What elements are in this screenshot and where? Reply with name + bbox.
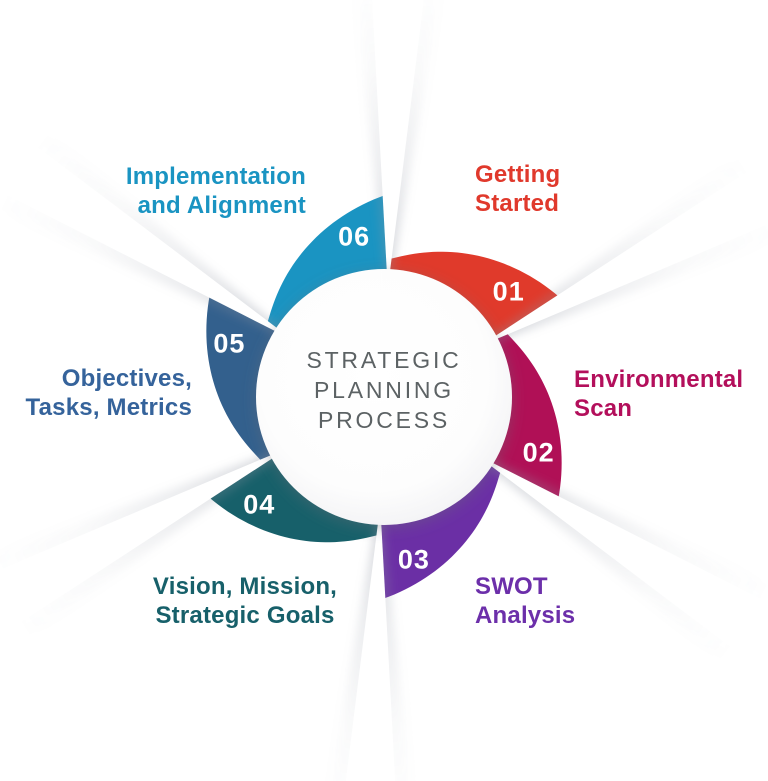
divider-blade (468, 449, 768, 781)
label-line: Scan (574, 395, 633, 422)
divider-blade (472, 28, 768, 351)
label-line: Getting (475, 161, 561, 188)
divider-blade (289, 496, 434, 781)
segment-arc-06 (266, 193, 392, 335)
segment-number-03: 03 (398, 544, 430, 574)
segment-label-environmental-scan: Environmental Scan (574, 365, 743, 423)
segment-number-01: 01 (493, 277, 525, 307)
label-line: SWOT (475, 573, 548, 600)
label-line: Strategic Goals (155, 602, 335, 629)
diagram-title: STRATEGIC PLANNING PROCESS (306, 347, 461, 433)
label-line: Analysis (475, 602, 576, 629)
label-line: Tasks, Metrics (25, 394, 192, 421)
diagram-title-line: PROCESS (318, 407, 450, 433)
segment-label-swot-analysis: SWOT Analysis (475, 572, 575, 630)
center-circle (256, 269, 512, 525)
segment-number-04: 04 (243, 490, 275, 520)
divider-blade-shape (0, 11, 293, 340)
segment-label-implementation-alignment: Implementation and Alignment (76, 162, 306, 220)
label-line: Started (475, 190, 560, 217)
label-line: Vision, Mission, (152, 573, 338, 600)
segment-label-objectives-tasks-metrics: Objectives, Tasks, Metrics (10, 364, 192, 422)
label-line: Implementation (125, 163, 306, 190)
segment-label-getting-started: Getting Started (475, 160, 560, 218)
divider-blade (334, 0, 479, 298)
divider-blade-shape (0, 447, 289, 745)
diagram-title-line: PLANNING (314, 377, 454, 403)
diagram-title-line: STRATEGIC (306, 347, 461, 373)
segment-arc-03 (376, 459, 502, 601)
divider-blade (0, 443, 296, 766)
segment-number-05: 05 (213, 328, 245, 358)
label-line: Environmental (574, 366, 744, 393)
divider-blade-shape (313, 504, 410, 781)
divider-blade-shape (358, 0, 455, 290)
segment-number-06: 06 (338, 222, 370, 252)
divider-blade-shape (479, 49, 768, 347)
segment-number-02: 02 (523, 438, 555, 468)
label-line: Objectives, (61, 365, 192, 392)
divider-blade-shape (475, 454, 768, 781)
label-line: and Alignment (137, 192, 306, 219)
segment-label-vision-mission: Vision, Mission, Strategic Goals (114, 572, 376, 630)
divider-blade (0, 0, 300, 345)
